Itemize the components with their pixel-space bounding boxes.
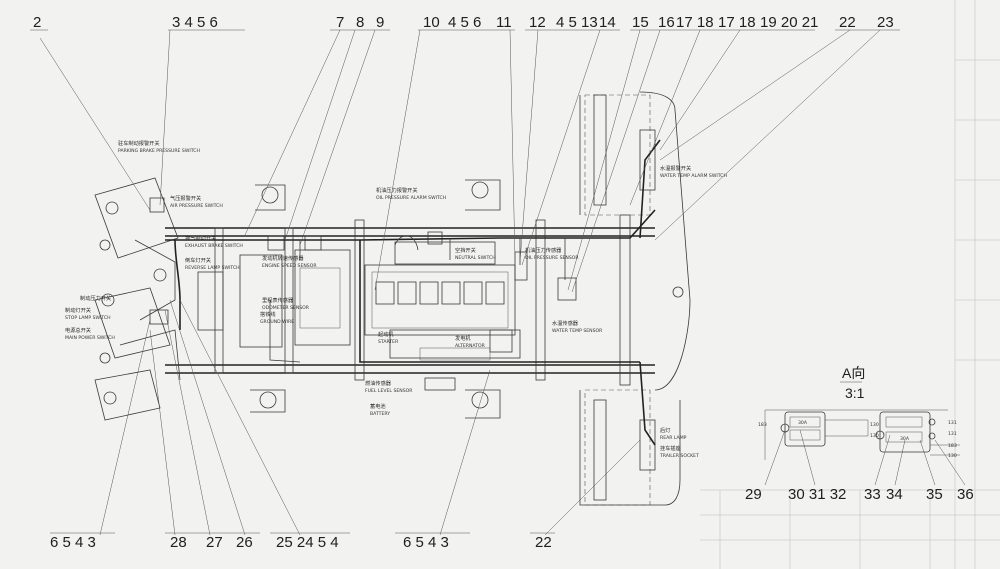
view-a-detail: A向 3:1 183 30A 130 130 131 131 30A 183 1… — [758, 365, 960, 460]
callout-28: 28 — [170, 534, 187, 551]
label-parking-brake-cn: 驻车制动报警开关 — [118, 139, 160, 147]
label-oil-sensor-en: OIL PRESSURE SENSOR — [525, 255, 579, 261]
label-battery-en: BATTERY — [370, 411, 390, 417]
fuse-130a: 130 — [870, 422, 879, 428]
label-neutral-cn: 空挡开关 — [455, 246, 476, 254]
label-brake-pressure-cn: 制动压力开关 — [80, 294, 111, 302]
callout-3-6: 3 4 5 6 — [172, 14, 218, 31]
label-alternator-cn: 发电机 — [455, 334, 471, 342]
callout-8: 8 — [356, 14, 364, 31]
label-water-sensor-cn: 水温传感器 — [552, 319, 579, 327]
callout-25-4: 25 24 5 4 — [276, 534, 339, 551]
view-a-scale: 3:1 — [845, 385, 865, 401]
label-engine-speed-cn: 发动机转速传感器 — [262, 254, 304, 262]
label-water-sensor-en: WATER TEMP SENSOR — [552, 328, 603, 334]
label-exhaust-brake-cn: 排气制动开关 — [185, 234, 216, 242]
label-starter-en: STARTER — [378, 339, 399, 345]
label-water-alarm-cn: 水温报警开关 — [660, 164, 691, 172]
callout-9: 9 — [376, 14, 384, 31]
callout-27: 27 — [206, 534, 223, 551]
chassis-frame — [94, 91, 691, 506]
label-stop-lamp-en: STOP LAMP SWITCH — [65, 315, 111, 321]
callout-15: 15 — [632, 14, 649, 31]
callout-11: 11 — [496, 14, 512, 31]
callout-16: 16 — [658, 14, 675, 31]
callout-23: 23 — [877, 14, 894, 31]
label-water-alarm-en: WATER TEMP ALARM SWITCH — [660, 173, 727, 179]
callout-30-32: 30 31 32 — [788, 486, 846, 503]
label-stop-lamp-cn: 制动灯开关 — [65, 306, 91, 314]
label-main-switch-cn: 电源总开关 — [65, 326, 91, 334]
label-neutral-en: NEUTRAL SWITCH — [455, 255, 496, 261]
label-oil-alarm-cn: 机油压力报警开关 — [376, 186, 418, 194]
leader-lines — [30, 29, 966, 536]
right-edge-table — [700, 0, 1000, 569]
fuse-130b: 130 — [870, 433, 879, 439]
label-air-pressure-en: AIR PRESSURE SWITCH — [170, 203, 223, 209]
callout-22: 22 — [839, 14, 856, 31]
component-labels: 驻车制动报警开关 PARKING BRAKE PRESSURE SWITCH 气… — [65, 139, 727, 459]
label-engine-speed-en: ENGINE SPEED SENSOR — [262, 263, 317, 269]
callout-7: 7 — [336, 14, 344, 31]
callout-26: 26 — [236, 534, 253, 551]
callout-12: 12 — [529, 14, 546, 31]
callout-14: 14 — [599, 14, 616, 31]
callout-6-3b: 6 5 4 3 — [403, 534, 449, 551]
label-parking-brake-en: PARKING BRAKE PRESSURE SWITCH — [118, 148, 200, 154]
fuse-130c: 130 — [948, 453, 957, 459]
fuse-183a: 183 — [758, 422, 767, 428]
callout-29: 29 — [745, 486, 762, 503]
callout-19-21: 19 20 21 — [760, 14, 818, 31]
label-starter-cn: 起动机 — [378, 330, 394, 338]
callout-34: 34 — [886, 486, 903, 503]
callout-2: 2 — [33, 14, 41, 31]
top-callouts: 2 3 4 5 6 7 8 9 10 4 5 6 11 12 4 5 13 14… — [33, 14, 894, 31]
callout-6-3a: 6 5 4 3 — [50, 534, 96, 551]
label-ground-en: GROUND WIRE — [260, 319, 294, 325]
callout-22b: 22 — [535, 534, 552, 551]
fuse-30a-b: 30A — [900, 436, 910, 442]
view-a-title: A向 — [842, 365, 865, 381]
callout-17-18a: 17 18 — [676, 14, 714, 31]
label-fuel-sensor-cn: 燃油传感器 — [365, 379, 392, 387]
label-air-pressure-cn: 气压报警开关 — [170, 194, 201, 202]
label-oil-sensor-cn: 机油压力传感器 — [525, 246, 562, 254]
label-battery-cn: 蓄电池 — [370, 402, 386, 410]
label-odometer-cn: 里程表传感器 — [262, 296, 294, 304]
fuse-30a-a: 30A — [798, 420, 808, 426]
fuse-183b: 183 — [948, 443, 957, 449]
label-main-switch-en: MAIN POWER SWITCH — [65, 335, 115, 341]
callout-10: 10 — [423, 14, 440, 31]
label-reverse-lamp-cn: 倒车灯开关 — [185, 256, 211, 264]
label-oil-alarm-en: OIL PRESSURE ALARM SWITCH — [376, 195, 446, 201]
callout-35: 35 — [926, 486, 943, 503]
label-rear-lamp-en: REAR LAMP — [660, 435, 687, 441]
label-alternator-en: ALTERNATOR — [455, 343, 486, 349]
fuse-131a: 131 — [948, 420, 957, 426]
label-trailer-cn: 挂车插座 — [660, 444, 681, 452]
label-trailer-en: TRAILER SOCKET — [659, 453, 699, 459]
label-fuel-sensor-en: FUEL LEVEL SENSOR — [365, 388, 413, 394]
callout-36: 36 — [957, 486, 974, 503]
label-odometer-en: ODOMETER SENSOR — [262, 305, 310, 311]
callout-17-18b: 17 18 — [718, 14, 756, 31]
callout-4-6: 4 5 6 — [448, 14, 481, 31]
label-reverse-lamp-en: REVERSE LAMP SWITCH — [185, 265, 240, 271]
wiring-harness — [165, 139, 661, 446]
label-ground-cn: 搭铁线 — [260, 310, 276, 318]
callout-33: 33 — [864, 486, 881, 503]
bottom-callouts: 6 5 4 3 28 27 26 25 24 5 4 6 5 4 3 22 29… — [50, 486, 974, 551]
callout-4-13: 4 5 13 — [556, 14, 598, 31]
fuse-131b: 131 — [948, 431, 957, 437]
label-rear-lamp-cn: 后灯 — [660, 426, 670, 434]
label-exhaust-brake-en: EXHAUST BRAKE SWITCH — [185, 243, 243, 249]
